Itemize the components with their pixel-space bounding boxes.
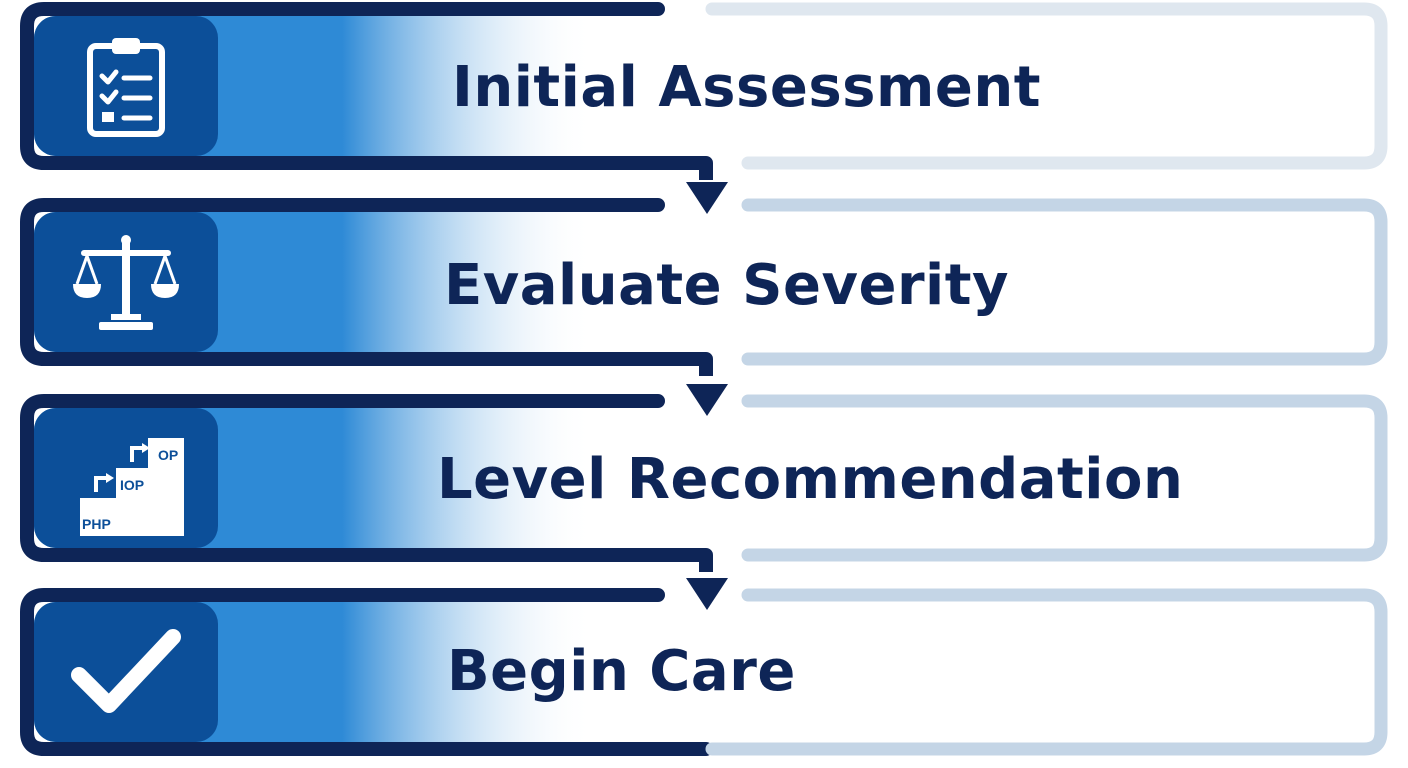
- checkmark-icon: [71, 629, 181, 713]
- step-icon-tile: [34, 212, 218, 352]
- step-icon-tile: [34, 16, 218, 156]
- balance-scale-icon: [73, 235, 179, 330]
- level-label-iop: IOP: [120, 477, 144, 493]
- step-label: Begin Care: [447, 639, 796, 704]
- level-label-op: OP: [158, 447, 178, 463]
- stair-steps-levels-icon: PHP IOP OP: [80, 438, 184, 536]
- step-level-recommendation: PHP IOP OP Level Recommendation: [0, 392, 1408, 572]
- step-begin-care: Begin Care: [0, 586, 1408, 768]
- step-evaluate-severity: Evaluate Severity: [0, 196, 1408, 376]
- step-label: Evaluate Severity: [444, 253, 1010, 318]
- step-icon-tile: [34, 602, 218, 742]
- step-initial-assessment: Initial Assessment: [0, 0, 1408, 180]
- down-arrow-icon: [686, 578, 728, 610]
- level-label-php: PHP: [82, 516, 111, 532]
- down-arrow-icon: [686, 182, 728, 214]
- clipboard-checklist-icon: [87, 38, 165, 137]
- step-label: Initial Assessment: [452, 55, 1041, 120]
- step-label: Level Recommendation: [437, 447, 1184, 512]
- step-icon-tile: PHP IOP OP: [34, 408, 218, 548]
- down-arrow-icon: [686, 384, 728, 416]
